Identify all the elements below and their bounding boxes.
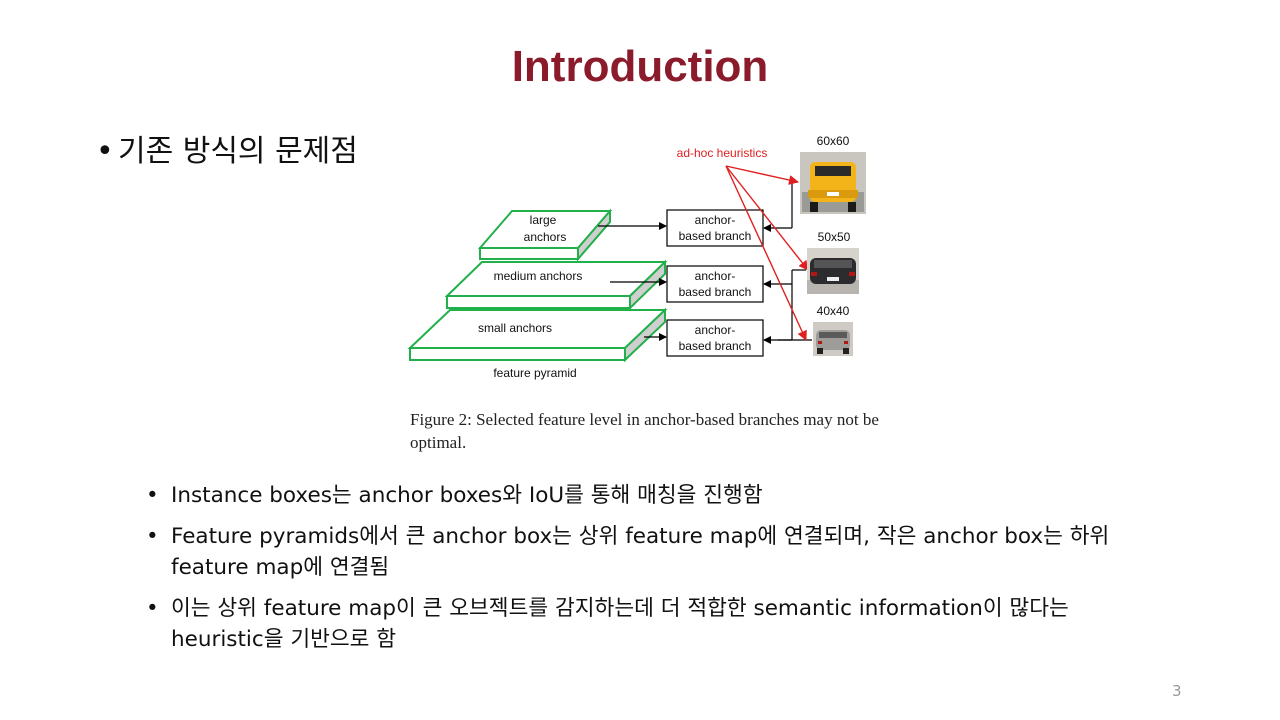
size-label-50: 50x50 (818, 230, 851, 244)
figure-caption: Figure 2: Selected feature level in anch… (410, 410, 879, 452)
bullet-dot: • (96, 134, 114, 169)
svg-text:based branch: based branch (679, 285, 752, 299)
svg-text:based branch: based branch (679, 229, 752, 243)
top-bullet: •기존 방식의 문제점 (96, 126, 358, 170)
svg-text:anchor-: anchor- (695, 213, 736, 227)
large-label-line1: large (530, 213, 557, 227)
feature-pyramid-label: feature pyramid (493, 366, 576, 380)
bullet-text: Feature pyramids에서 큰 anchor box는 상위 feat… (171, 524, 1110, 580)
figure-diagram: small anchors medium anchors large ancho… (407, 134, 866, 380)
car-image-50x50 (807, 248, 859, 294)
branch-box-3: anchor- based branch (666, 319, 764, 357)
page-number: 3 (1172, 682, 1182, 700)
branch-box-1: anchor- based branch (666, 209, 764, 247)
top-bullet-text: 기존 방식의 문제점 (118, 134, 358, 169)
bullet-item: • 이는 상위 feature map이 큰 오브젝트를 감지하는데 더 적합한 … (146, 593, 1146, 655)
bullet-item: • Instance boxes는 anchor boxes와 IoU를 통해 매… (146, 480, 1146, 511)
bullet-dot: • (146, 483, 159, 508)
bullet-text: Instance boxes는 anchor boxes와 IoU를 통해 매칭… (171, 483, 763, 508)
size-label-60: 60x60 (817, 134, 850, 148)
size-label-40: 40x40 (817, 304, 850, 318)
car-image-40x40 (813, 322, 853, 356)
bullet-dot: • (146, 524, 159, 549)
svg-text:anchor-: anchor- (695, 269, 736, 283)
branch-box-2: anchor- based branch (666, 265, 764, 303)
small-anchors-layer: small anchors (407, 307, 668, 363)
medium-anchors-layer: medium anchors (444, 259, 668, 311)
slide-title: Introduction (511, 42, 769, 91)
ad-hoc-annotation: ad-hoc heuristics (677, 146, 768, 160)
large-anchors-layer: large anchors (477, 208, 613, 262)
svg-text:anchor-: anchor- (695, 323, 736, 337)
svg-text:based branch: based branch (679, 339, 752, 353)
feature-pyramid-figure: small anchors medium anchors large ancho… (400, 130, 880, 460)
car-image-60x60 (800, 152, 866, 214)
medium-anchors-label: medium anchors (494, 269, 583, 283)
bullet-item: • Feature pyramids에서 큰 anchor box는 상위 fea… (146, 521, 1146, 583)
bullet-text: 이는 상위 feature map이 큰 오브젝트를 감지하는데 더 적합한 s… (171, 596, 1069, 652)
bullet-list: • Instance boxes는 anchor boxes와 IoU를 통해 매… (146, 480, 1146, 665)
heuristic-arrows (725, 165, 809, 341)
large-label-line2: anchors (524, 230, 567, 244)
bullet-dot: • (146, 596, 159, 621)
small-anchors-label: small anchors (478, 321, 552, 335)
